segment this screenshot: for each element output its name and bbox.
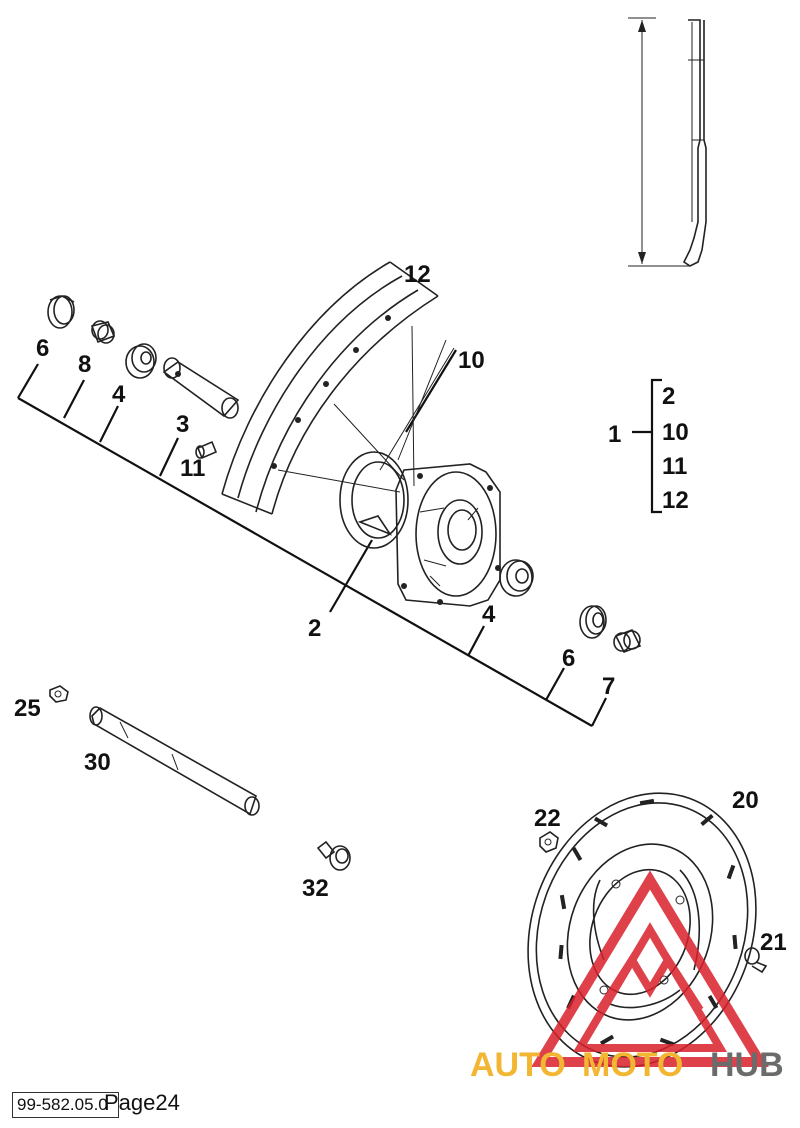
kit-bracket: [632, 378, 662, 514]
label-part-1-kit: 1: [608, 421, 621, 448]
label-part-6-left: 6: [36, 335, 49, 362]
label-part-10-spoke: 10: [458, 347, 485, 374]
kit-item-1: 2: [662, 383, 675, 410]
seal-right-drawing: [579, 605, 607, 639]
bearing-right-drawing: [499, 559, 534, 597]
brake-disc-drawing: [527, 792, 757, 1068]
label-part-6-right: 6: [562, 645, 575, 672]
kit-item-4: 12: [662, 487, 689, 514]
axle-drawing: [89, 706, 260, 816]
drawing-code-box: 99-582.05.0: [12, 1092, 119, 1118]
kit-item-3: 11: [662, 453, 687, 480]
watermark-text-hub: HUB: [710, 1046, 784, 1084]
spacer-right-drawing: [613, 628, 642, 654]
leader-lines: [17, 349, 607, 727]
label-part-20-disc: 20: [732, 787, 759, 814]
rim-drawing: [221, 261, 439, 515]
watermark-text-moto: MOTO: [582, 1046, 683, 1084]
page-number: Page24: [104, 1090, 180, 1115]
label-part-2-hub: 2: [308, 615, 321, 642]
label-part-32: 32: [302, 875, 329, 902]
spacer-drawing: [90, 320, 116, 344]
label-part-3: 3: [176, 411, 189, 438]
bolt-drawing: [316, 840, 351, 871]
label-part-22: 22: [534, 805, 561, 832]
label-part-4-left: 4: [112, 381, 126, 408]
disc-nut-drawing: [539, 831, 559, 853]
watermark-logo: [531, 870, 769, 1067]
seal-left-drawing: [47, 295, 75, 329]
watermark-text-auto: AUTO: [470, 1046, 566, 1084]
label-part-8: 8: [78, 351, 91, 378]
label-part-4-right: 4: [482, 601, 496, 628]
label-part-25: 25: [14, 695, 41, 722]
distance-tube-drawing: [162, 357, 240, 419]
label-part-30-axle: 30: [84, 749, 111, 776]
hub-drawing: [339, 451, 501, 607]
spoke-drawing: [628, 17, 707, 267]
label-part-12-rim: 12: [404, 261, 431, 288]
label-part-11: 11: [180, 455, 205, 482]
bearing-left-drawing: [125, 343, 157, 379]
label-part-21: 21: [760, 929, 787, 956]
nipple-drawing: [195, 440, 218, 460]
nut-drawing: [49, 685, 69, 703]
kit-item-2: 10: [662, 419, 689, 446]
label-part-7: 7: [602, 673, 615, 700]
